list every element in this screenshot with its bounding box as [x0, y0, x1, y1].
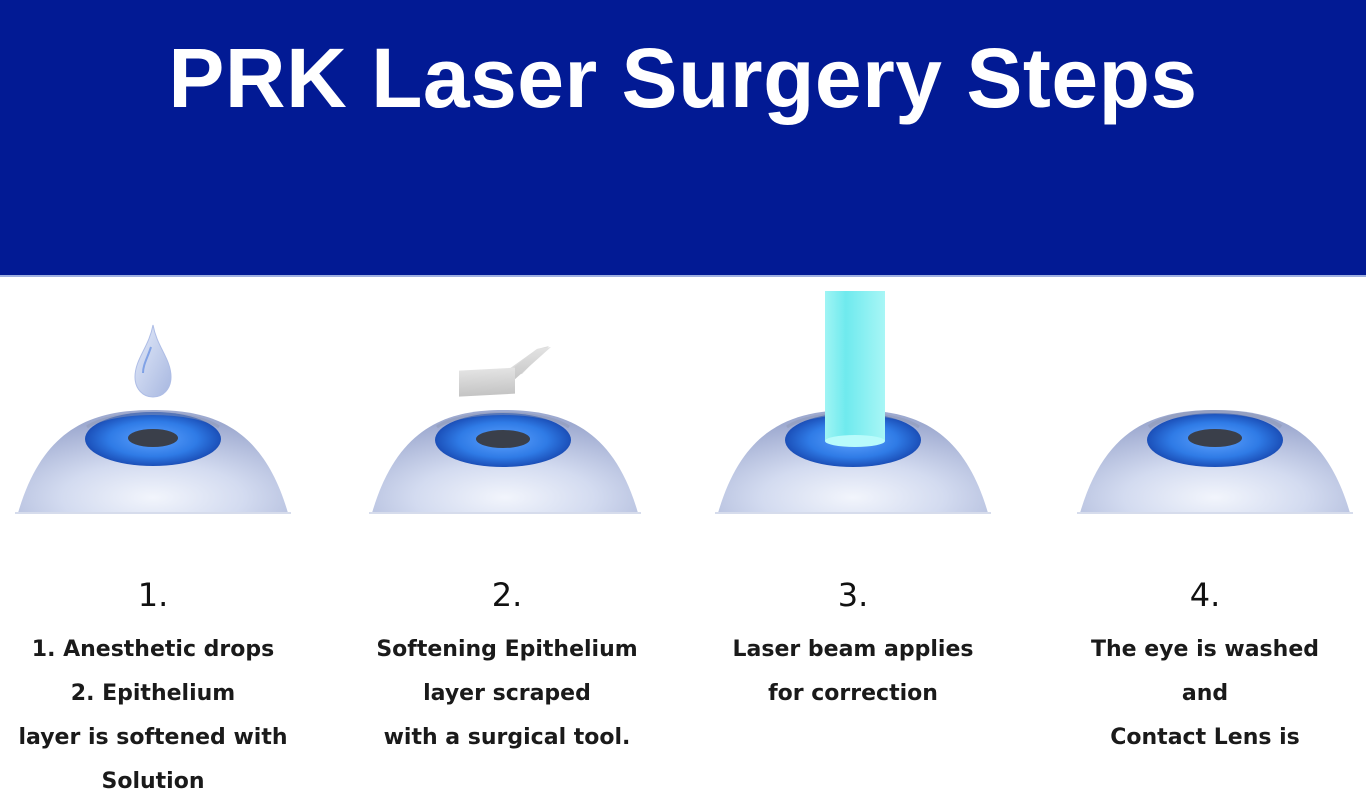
step-3: 3. Laser beam applies for correction: [683, 277, 1023, 768]
step-description: 1. Anesthetic drops 2. Epithelium layer …: [18, 637, 288, 794]
step-number: 4.: [1189, 576, 1221, 614]
page-title: PRK Laser Surgery Steps: [168, 31, 1198, 125]
step-number: 3.: [837, 576, 869, 614]
eyeball-icon: [15, 410, 291, 514]
step-number: 1.: [137, 576, 169, 614]
eye-with-contact-lens-illustration: [1077, 410, 1353, 514]
step-description: The eye is washed and Contact Lens is: [1091, 637, 1319, 750]
contact-lens-icon: [1147, 410, 1283, 429]
header-banner: PRK Laser Surgery Steps: [0, 0, 1366, 275]
header-divider: [0, 275, 1366, 277]
droplet-icon: [134, 324, 172, 398]
step-number: 2.: [491, 576, 523, 614]
step-1: 1. 1. Anesthetic drops 2. Epithelium lay…: [0, 277, 323, 794]
eyeball-icon: [369, 410, 641, 514]
eyeball-icon: [1077, 410, 1353, 514]
eye-with-laser-illustration: [715, 291, 991, 514]
eyeball-icon: [715, 410, 991, 514]
step-4: 4. The eye is washed and Contact Lens is: [1035, 277, 1366, 768]
scraper-tool-icon: [459, 346, 551, 397]
laser-beam-icon: [825, 291, 885, 447]
step-description: Softening Epithelium layer scraped with …: [376, 637, 638, 750]
eye-with-scraper-illustration: [369, 346, 641, 514]
step-description: Laser beam applies for correction: [732, 637, 974, 706]
step-2: 2. Softening Epithelium layer scraped wi…: [337, 277, 677, 768]
eye-with-drop-illustration: [15, 324, 291, 514]
